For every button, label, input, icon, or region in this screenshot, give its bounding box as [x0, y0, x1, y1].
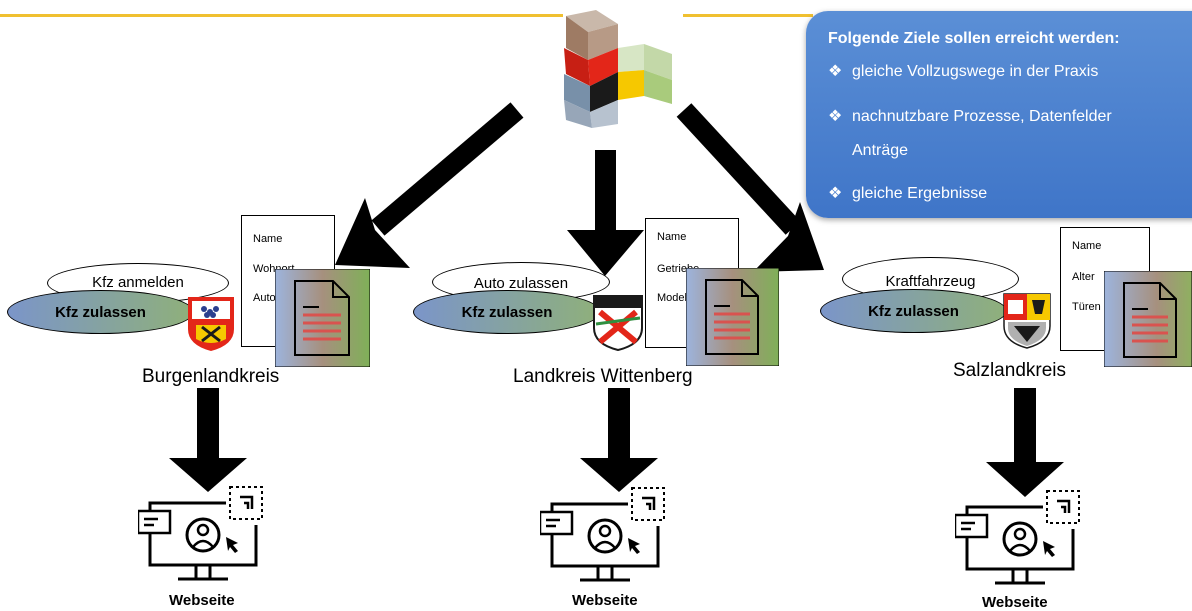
goal-item: Anträge: [828, 142, 908, 160]
website-monitor-icon[interactable]: [955, 489, 1085, 595]
service-label: Kfz zulassen: [55, 303, 146, 321]
bullet-icon: ❖: [828, 63, 843, 80]
document-icon: [686, 268, 779, 366]
field-label: Modell: [657, 292, 690, 304]
field-label: Alter: [1072, 271, 1095, 283]
goal-item: ❖ gleiche Vollzugswege in der Praxis: [828, 61, 1098, 81]
website-label: Webseite: [982, 594, 1048, 611]
accent-line-right: [683, 14, 813, 17]
coat-of-arms-icon: [593, 295, 643, 352]
arrow-center-icon: [567, 150, 644, 276]
field-label: Name: [657, 231, 687, 243]
oval-text: Auto zulassen: [473, 274, 569, 292]
arrow-down-icon: [986, 388, 1064, 497]
field-label: Türen: [1072, 301, 1101, 313]
goal-item: ❖ nachnutzbare Prozesse, Datenfelder: [828, 106, 1112, 126]
coat-of-arms-icon: [188, 297, 234, 351]
coat-of-arms-icon: [1003, 293, 1051, 349]
service-oval[interactable]: Kfz zulassen: [7, 290, 194, 334]
arrow-down-icon: [580, 388, 658, 492]
arrow-down-icon: [169, 388, 247, 492]
goal-text: nachnutzbare Prozesse, Datenfelder: [852, 108, 1112, 125]
oval-text: Kraftfahrzeug: [885, 272, 976, 290]
document-icon: [1104, 271, 1192, 367]
arrow-left-icon: [335, 102, 524, 268]
district-name: Burgenlandkreis: [142, 366, 280, 387]
document-icon: [275, 269, 370, 367]
website-label: Webseite: [572, 592, 638, 609]
federal-cube-logo: [564, 10, 672, 128]
oval-text: Kfz anmelden: [92, 273, 184, 291]
bullet-icon: ❖: [828, 108, 843, 125]
goals-callout: Folgende Ziele sollen erreicht werden: ❖…: [806, 11, 1192, 218]
website-monitor-icon[interactable]: [138, 485, 268, 591]
goal-text: gleiche Vollzugswege in der Praxis: [852, 63, 1099, 80]
district-name: Salzlandkreis: [953, 360, 1066, 381]
service-label: Kfz zulassen: [868, 302, 959, 320]
goal-text: gleiche Ergebnisse: [852, 185, 988, 202]
field-label: Name: [1072, 240, 1102, 252]
bullet-icon: ❖: [828, 185, 843, 202]
accent-line-left: [0, 14, 563, 17]
service-label: Kfz zulassen: [461, 303, 553, 321]
district-name: Landkreis Wittenberg: [513, 366, 693, 387]
goal-text: Anträge: [852, 142, 909, 159]
goal-item: ❖ gleiche Ergebnisse: [828, 183, 987, 203]
arrow-right-icon: [676, 103, 824, 272]
service-oval[interactable]: Kfz zulassen: [413, 290, 601, 334]
website-label: Webseite: [169, 592, 235, 609]
website-monitor-icon[interactable]: [540, 486, 670, 592]
goals-title: Folgende Ziele sollen erreicht werden:: [828, 30, 1120, 47]
service-oval[interactable]: Kfz zulassen: [820, 289, 1007, 333]
field-label: Name: [253, 233, 283, 245]
